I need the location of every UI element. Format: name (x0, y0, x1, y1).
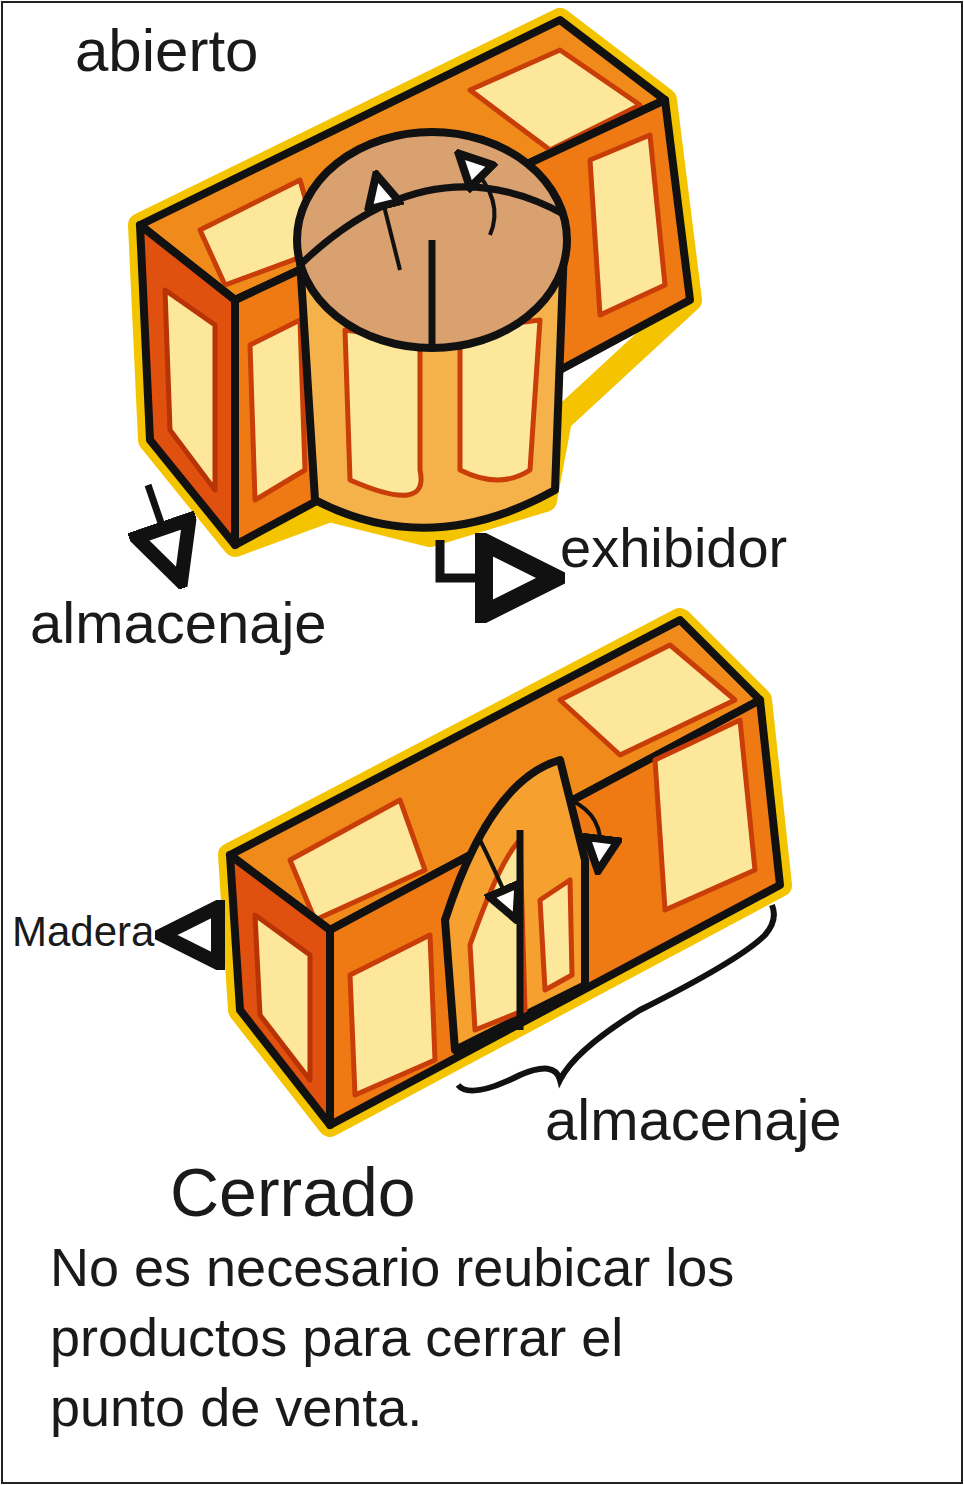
state-label: Cerrado (170, 1148, 670, 1236)
state-label: abierto (75, 12, 475, 90)
part-label: almacenaje (545, 1082, 955, 1157)
material-label: Madera (12, 905, 187, 960)
part-label: almacenaje (30, 585, 450, 660)
note-text: No es necesario reubicar los productos p… (50, 1232, 770, 1443)
part-label: exhibidor (560, 512, 950, 585)
